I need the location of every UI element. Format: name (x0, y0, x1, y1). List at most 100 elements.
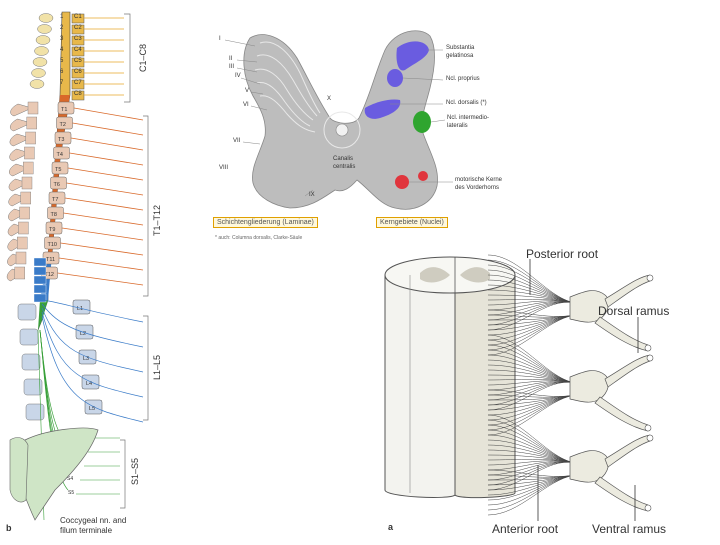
lumbar-cord-segment (33, 284, 47, 294)
cervical-nerve-label: C5 (74, 58, 82, 64)
lumbar-nerve-line (41, 299, 144, 323)
lumbar-nerve-label: L3 (83, 356, 89, 362)
coccygeal-label-line1: Coccygeal nn. and (60, 516, 127, 525)
thoracic-nerve-line (69, 152, 144, 166)
cervical-nerve-box (71, 68, 85, 79)
ventral-ramus-end (644, 424, 652, 432)
laminae-box: Schichtengliederung (Laminae) (213, 217, 318, 228)
ventral-ramus (594, 476, 649, 512)
cervical-nerve-label: C8 (74, 91, 82, 97)
lumbar-nerve-line (41, 311, 144, 398)
thoracic-vertebra-body (21, 176, 33, 190)
nucleus-proprius: Ncl. proprius (446, 76, 480, 82)
anterior-rootlet (487, 394, 576, 436)
ventral-ramus (594, 396, 649, 432)
cervical-vertebra-label: 7 (60, 80, 64, 86)
lumbar-nerve-line (41, 307, 144, 373)
lamina-IV: IV (235, 73, 241, 79)
nucleus-dorsalis: Ncl. dorsalis (*) (446, 100, 487, 106)
cervical-nerve-label: C2 (74, 25, 82, 31)
thoracic-vertebra-body (23, 161, 34, 175)
cervical-vertebra-label: 2 (60, 25, 64, 31)
cervical-vertebra (37, 24, 52, 34)
panel-letter-b: b (6, 523, 12, 533)
cervical-nerve-label: C7 (74, 80, 82, 86)
thoracic-vertebra-body (20, 191, 31, 205)
dorsal-ramus-end (646, 354, 654, 362)
cervical-nerve-box (71, 57, 85, 68)
cervical-vertebra-label: 5 (60, 58, 64, 64)
anterior-rootlet (487, 314, 576, 356)
lamina-IX: IX (309, 192, 315, 198)
anterior-rootlet (487, 394, 576, 421)
cervical-vertebra (29, 79, 45, 89)
ventral-ramus-end (644, 504, 652, 512)
nucleus-motor-anterior-horn: motorische Kerne des Vorderhorns (455, 177, 503, 191)
thoracic-nerve-label: T1 (61, 107, 67, 113)
thoracic-nerve-line (61, 227, 144, 241)
cervical-vertebra (34, 46, 49, 56)
cervical-nerve-box (71, 13, 85, 24)
thoracic-nerve-line (60, 242, 144, 256)
thoracic-nerve-label: T4 (57, 152, 63, 158)
lumbar-vertebra (25, 403, 45, 421)
sacral-nerve-label: S4 (67, 476, 73, 482)
lamina-VIII: VIII (219, 165, 229, 171)
lumbar-nerve-box (72, 299, 91, 315)
label-dorsal-ramus: Dorsal ramus (598, 304, 670, 318)
thoracic-nerve-line (63, 212, 144, 226)
nucleus-substantia-gelatinosa: Substantia gelatinosa (446, 45, 475, 59)
thoracic-nerve-label: T7 (52, 197, 58, 203)
thoracic-nerve-label: T10 (48, 242, 57, 248)
dorsal-ramus-end (646, 274, 654, 282)
lamina-VII: VII (233, 138, 241, 144)
spinal-ganglion (569, 450, 609, 483)
thoracic-nerve-label: T11 (46, 257, 55, 263)
dorsal-ramus (604, 434, 651, 468)
cross-section-figure (224, 30, 453, 210)
thoracic-vertebra-body (26, 116, 37, 130)
thoracic-vertebra-body (18, 221, 29, 235)
anterior-rootlet (487, 474, 576, 501)
coccygeal-label: Coccygeal nn. and filum terminale (60, 516, 126, 536)
panel-letter-a: a (388, 522, 394, 532)
lumbar-nerve-box (75, 324, 94, 340)
thoracic-nerve-line (64, 197, 144, 211)
cervical-nerve-box (71, 35, 85, 46)
thoracic-spinous-process (9, 133, 32, 147)
lamina-X: X (327, 96, 332, 102)
thoracic-nerve-label: T5 (55, 167, 61, 173)
lumbar-vertebra (17, 303, 37, 321)
thoracic-nerve-label: T9 (49, 227, 55, 233)
thoracic-nerve-label: T8 (51, 212, 57, 218)
cervical-vertebra-label: 1 (60, 14, 64, 20)
lumbar-nerve-label: L5 (89, 406, 95, 412)
cervical-nerve-label: C6 (74, 69, 82, 75)
thoracic-vertebra-body (19, 206, 30, 220)
cervical-vertebra-label: 4 (60, 47, 64, 53)
sacral-nerve-label: S5 (68, 490, 74, 496)
footnote: * auch: Columna dorsalis, Clarke-Säule (215, 235, 303, 241)
thoracic-nerve-label: T2 (60, 122, 66, 128)
lumbar-nerve-line (41, 315, 144, 423)
ventral-ramus (594, 316, 649, 352)
cervical-nerve-label: C3 (74, 36, 82, 42)
label-anterior-root: Anterior root (492, 522, 559, 536)
cervical-nerve-box (71, 24, 85, 35)
thoracic-vertebra-body (27, 101, 39, 115)
nuclei-box: Kerngebiete (Nuclei) (376, 217, 448, 228)
anterior-rootlet (487, 474, 576, 516)
cervical-nerve-label: C1 (74, 14, 82, 20)
thoracic-vertebra-body (24, 146, 35, 160)
thoracic-nerve-line (72, 122, 144, 136)
lumbar-vertebra (23, 378, 43, 396)
cervical-vertebra (35, 35, 51, 45)
region-label-lumbar: L1–L5 (152, 354, 162, 380)
thoracic-nerve-label: T6 (54, 182, 60, 188)
cervical-nerve-box (71, 46, 85, 57)
spinal-cord-cross-section: I II III IV V VI VII VIII IX X Canalis c… (205, 18, 515, 248)
thoracic-nerve-label: T12 (45, 272, 54, 278)
cervical-vertebra-label: 3 (60, 36, 64, 42)
